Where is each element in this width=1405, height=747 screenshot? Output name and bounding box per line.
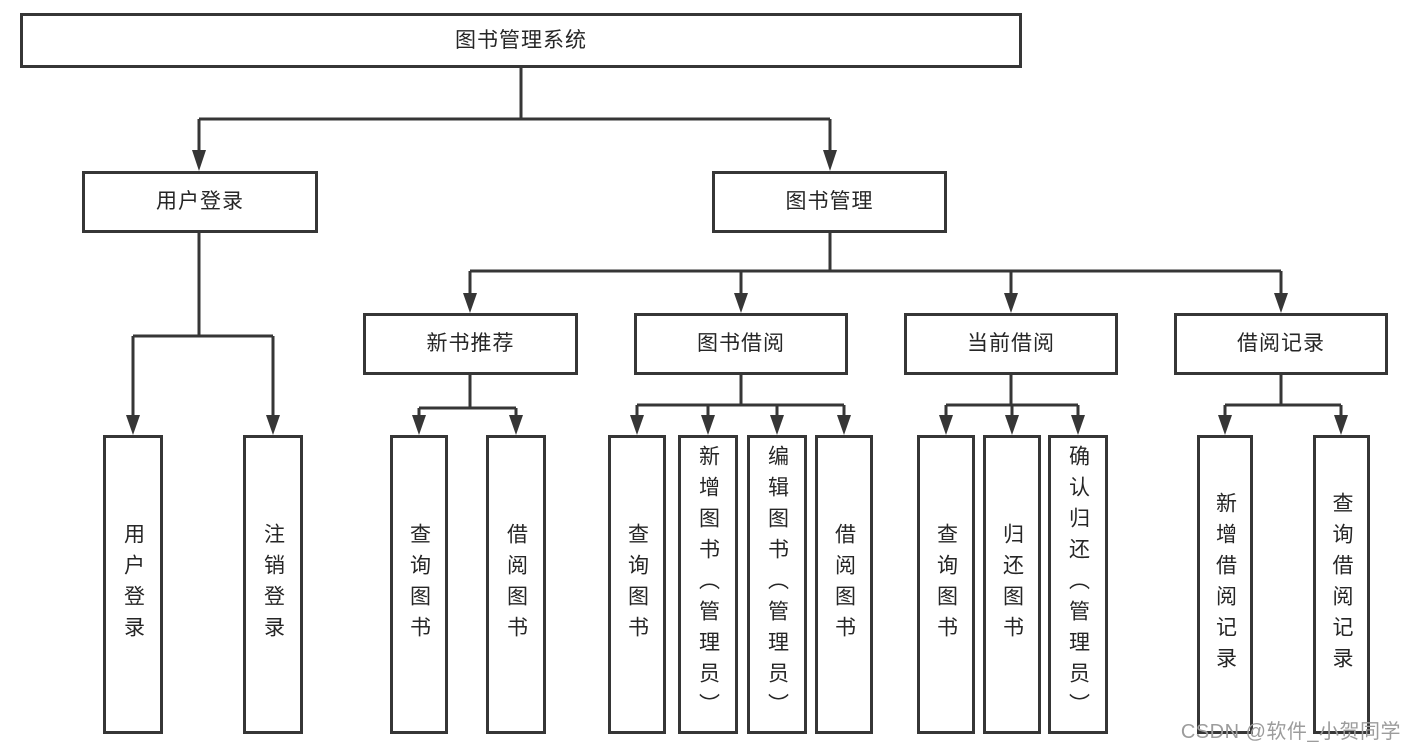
node-book-management: 图书管理 [712,171,947,233]
leaf-query-books-borrow: 查询图书 [608,435,666,734]
leaf-user-login-label: 用户登录 [121,522,145,647]
leaf-return-books-label: 归还图书 [1000,522,1024,647]
leaf-borrow-books-recommend-label: 借阅图书 [504,522,528,647]
leaf-logout: 注销登录 [243,435,303,734]
leaf-logout-label: 注销登录 [261,522,285,647]
leaf-query-books-recommend-label: 查询图书 [407,522,431,647]
node-root-label: 图书管理系统 [455,28,587,52]
node-borrow-records: 借阅记录 [1174,313,1388,375]
node-current-borrow-label: 当前借阅 [967,332,1055,356]
leaf-query-books-current-label: 查询图书 [934,522,958,647]
csdn-watermark: CSDN @软件_小贺同学 [1180,721,1401,743]
leaf-add-borrow-record-label: 新增借阅记录 [1213,491,1237,678]
node-new-book-recommend: 新书推荐 [363,313,578,375]
leaf-confirm-return-admin: 确认归还（管理员） [1048,435,1108,734]
node-new-book-recommend-label: 新书推荐 [426,332,515,356]
leaf-query-books-borrow-label: 查询图书 [625,522,649,647]
node-user-login-label: 用户登录 [156,190,244,214]
leaf-borrow-books-recommend: 借阅图书 [486,435,546,734]
leaf-confirm-return-admin-label: 确认归还（管理员） [1066,445,1090,724]
node-book-borrow-label: 图书借阅 [697,332,785,356]
leaf-add-book-admin-label: 新增图书（管理员） [696,445,720,724]
node-root: 图书管理系统 [20,13,1022,68]
leaf-add-borrow-record: 新增借阅记录 [1197,435,1253,734]
leaf-query-borrow-record-label: 查询借阅记录 [1330,491,1353,678]
node-current-borrow: 当前借阅 [904,313,1118,375]
leaf-query-borrow-record: 查询借阅记录 [1313,435,1370,734]
leaf-borrow-books: 借阅图书 [815,435,873,734]
leaf-edit-book-admin-label: 编辑图书（管理员） [765,445,789,724]
leaf-user-login: 用户登录 [103,435,163,734]
leaf-return-books: 归还图书 [983,435,1041,734]
leaf-borrow-books-label: 借阅图书 [832,522,856,647]
node-book-borrow: 图书借阅 [634,313,848,375]
leaf-query-books-current: 查询图书 [917,435,975,734]
leaf-query-books-recommend: 查询图书 [390,435,448,734]
leaf-add-book-admin: 新增图书（管理员） [678,435,738,734]
node-user-login: 用户登录 [82,171,318,233]
leaf-edit-book-admin: 编辑图书（管理员） [747,435,807,734]
node-book-management-label: 图书管理 [785,190,874,214]
node-borrow-records-label: 借阅记录 [1237,332,1325,356]
